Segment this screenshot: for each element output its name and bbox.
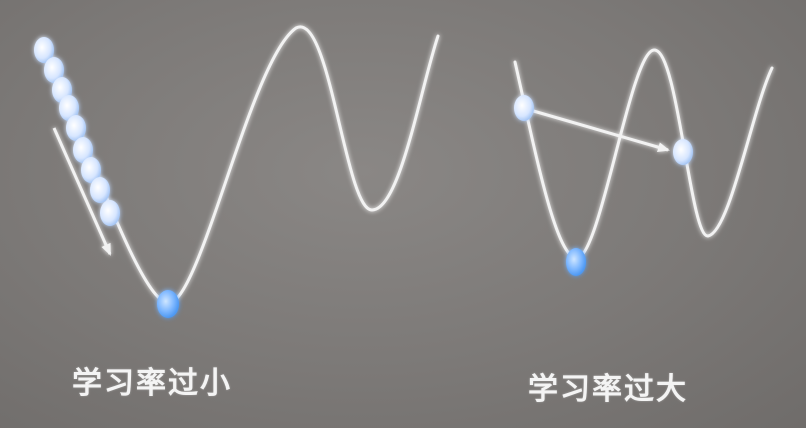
minimum-ball [157, 290, 179, 318]
descent-arrow [52, 127, 112, 256]
small-step-balls [34, 37, 120, 226]
caption-large-learning-rate: 学习率过大 [528, 372, 688, 407]
right-loss-curve [513, 48, 774, 260]
left-panel [34, 25, 440, 318]
overshoot-arrow [529, 108, 670, 153]
overshoot-ball [673, 139, 693, 165]
step-ball [73, 137, 93, 163]
caption-small-learning-rate: 学习率过小 [72, 366, 232, 401]
step-ball [81, 157, 101, 183]
step-ball [34, 37, 54, 63]
step-ball [66, 115, 86, 141]
start-ball [514, 95, 534, 121]
step-ball [59, 95, 79, 121]
minimum-ball [566, 248, 586, 276]
step-ball [100, 200, 120, 226]
step-ball [90, 177, 110, 203]
right-panel [513, 48, 774, 276]
step-ball [44, 57, 64, 83]
left-loss-curve [40, 25, 440, 305]
